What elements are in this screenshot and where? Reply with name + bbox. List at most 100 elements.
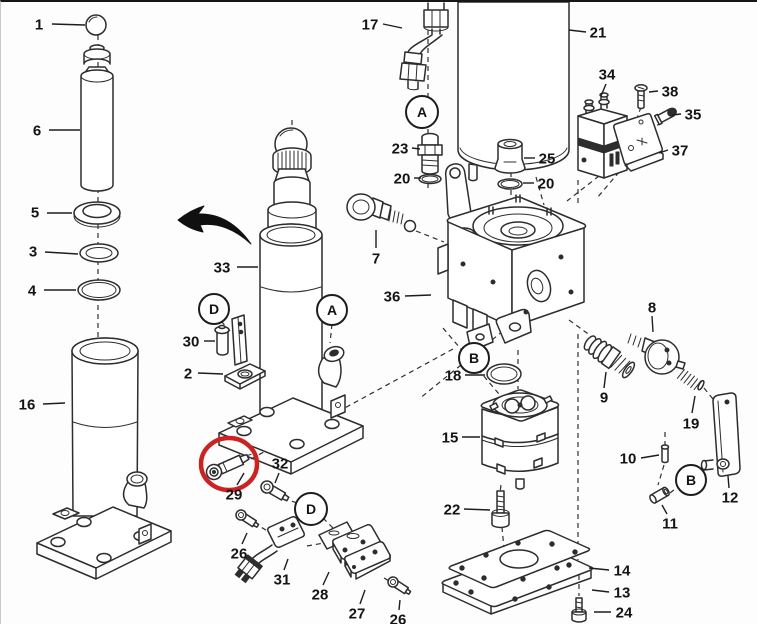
part-label-11: 11 [662,516,678,533]
part-31-cable-switch [234,516,305,584]
part-1-ball [85,14,107,36]
part-label-3: 3 [29,244,37,261]
part-21-motor [457,2,570,182]
part-12-link-bar [700,392,741,477]
leader-line-14 [588,567,610,571]
leader-line-3 [44,251,79,255]
part-label-28: 28 [312,587,329,604]
part-10-pin [660,444,670,464]
leader-line-21 [568,29,587,33]
callout-letter-D: D [306,501,316,517]
part-label-12: 12 [722,490,739,507]
callout-circle-B [458,342,490,374]
part-22-bolt [491,490,510,529]
leader-line-23 [411,147,421,150]
part-20-o-ring-right [497,178,523,190]
direction-arrow-icon [177,205,252,245]
callout-circle-B [675,464,707,496]
part-label-36: 36 [384,289,401,306]
part-32-screw [260,480,290,502]
part-label-27: 27 [349,606,366,623]
part-33-cylinder-assembly [218,127,364,475]
part-label-17: 17 [362,17,379,34]
part-15-gear-pump [480,389,560,490]
part-23-fitting [417,132,443,175]
part-label-7: 7 [372,251,380,268]
part-24-screw [571,597,587,623]
leader-line-26 [241,532,248,545]
part-label-22: 22 [444,502,461,519]
part-label-26: 26 [390,612,407,624]
part-5-packing-nut [73,201,121,228]
part-label-2: 2 [184,366,192,383]
part-17-hose [399,2,449,91]
leader-line-16 [42,402,66,405]
leader-line-29 [236,472,245,486]
leader-line-19 [691,395,696,414]
part-label-8: 8 [648,300,656,317]
part-26-screw-left [235,509,260,528]
leader-line-9 [603,371,607,389]
part-30-pin-and-bracket [214,314,248,366]
leader-line-17 [382,23,403,29]
part-label-16: 16 [19,397,36,414]
part-label-10: 10 [620,451,637,468]
callout-letter-A: A [417,104,427,120]
leader-line-8 [651,315,654,333]
part-label-1: 1 [35,17,43,34]
leader-line-11 [661,504,668,515]
part-29-screw [205,453,252,481]
callout-letter-B: B [469,350,479,366]
part-3-seal-ring [79,243,119,263]
part-label-21: 21 [590,25,607,42]
part-label-6: 6 [33,123,41,140]
part-label-24: 24 [616,605,633,622]
part-label-31: 31 [274,572,291,589]
highlight-circle-part-29 [198,435,260,493]
part-4-o-ring [77,279,121,301]
part-9-suction-valve-spring [583,335,636,379]
part-19-spring [676,369,705,391]
part-label-25: 25 [539,151,556,168]
leader-line-34 [600,83,607,97]
leader-line-32 [274,472,280,484]
part-label-23: 23 [392,141,409,158]
part-label-20: 20 [394,171,411,188]
leader-line-1 [51,23,86,26]
part-label-20: 20 [538,176,555,193]
part-2-bracket [224,363,266,390]
callout-letter-D: D [209,301,219,317]
part-label-14: 14 [614,563,631,580]
part-18-o-ring [486,363,522,385]
part-26-screw-right [387,576,412,595]
leader-line-2 [197,372,224,375]
leader-line-27 [359,589,366,605]
part-label-37: 37 [672,143,689,160]
part-label-5: 5 [31,205,39,222]
leader-line-26 [398,599,401,611]
part-27-plate [344,541,391,580]
callout-letter-B: B [686,472,696,488]
part-label-34: 34 [599,67,616,84]
part-20-o-ring-left [418,173,442,185]
callout-circle-A [405,95,439,129]
part-14-gasket-plate [448,529,591,589]
part-label-35: 35 [685,107,702,124]
leader-line-10 [640,454,660,459]
part-25-filter-fitting [494,138,526,174]
callout-letter-A: A [327,302,337,318]
part-label-19: 19 [683,416,700,433]
callout-circle-D [294,492,328,526]
part-label-13: 13 [614,585,631,602]
leader-line-37 [658,149,669,154]
leader-line-38 [648,90,659,93]
part-label-38: 38 [662,84,679,101]
part-label-18: 18 [445,368,462,385]
part-6-ram-tube [80,44,114,192]
part-7-valve-cartridge [346,193,417,233]
leader-line-28 [322,571,330,586]
part-label-15: 15 [442,430,459,447]
part-label-9: 9 [600,390,608,407]
part-label-32: 32 [272,456,289,473]
